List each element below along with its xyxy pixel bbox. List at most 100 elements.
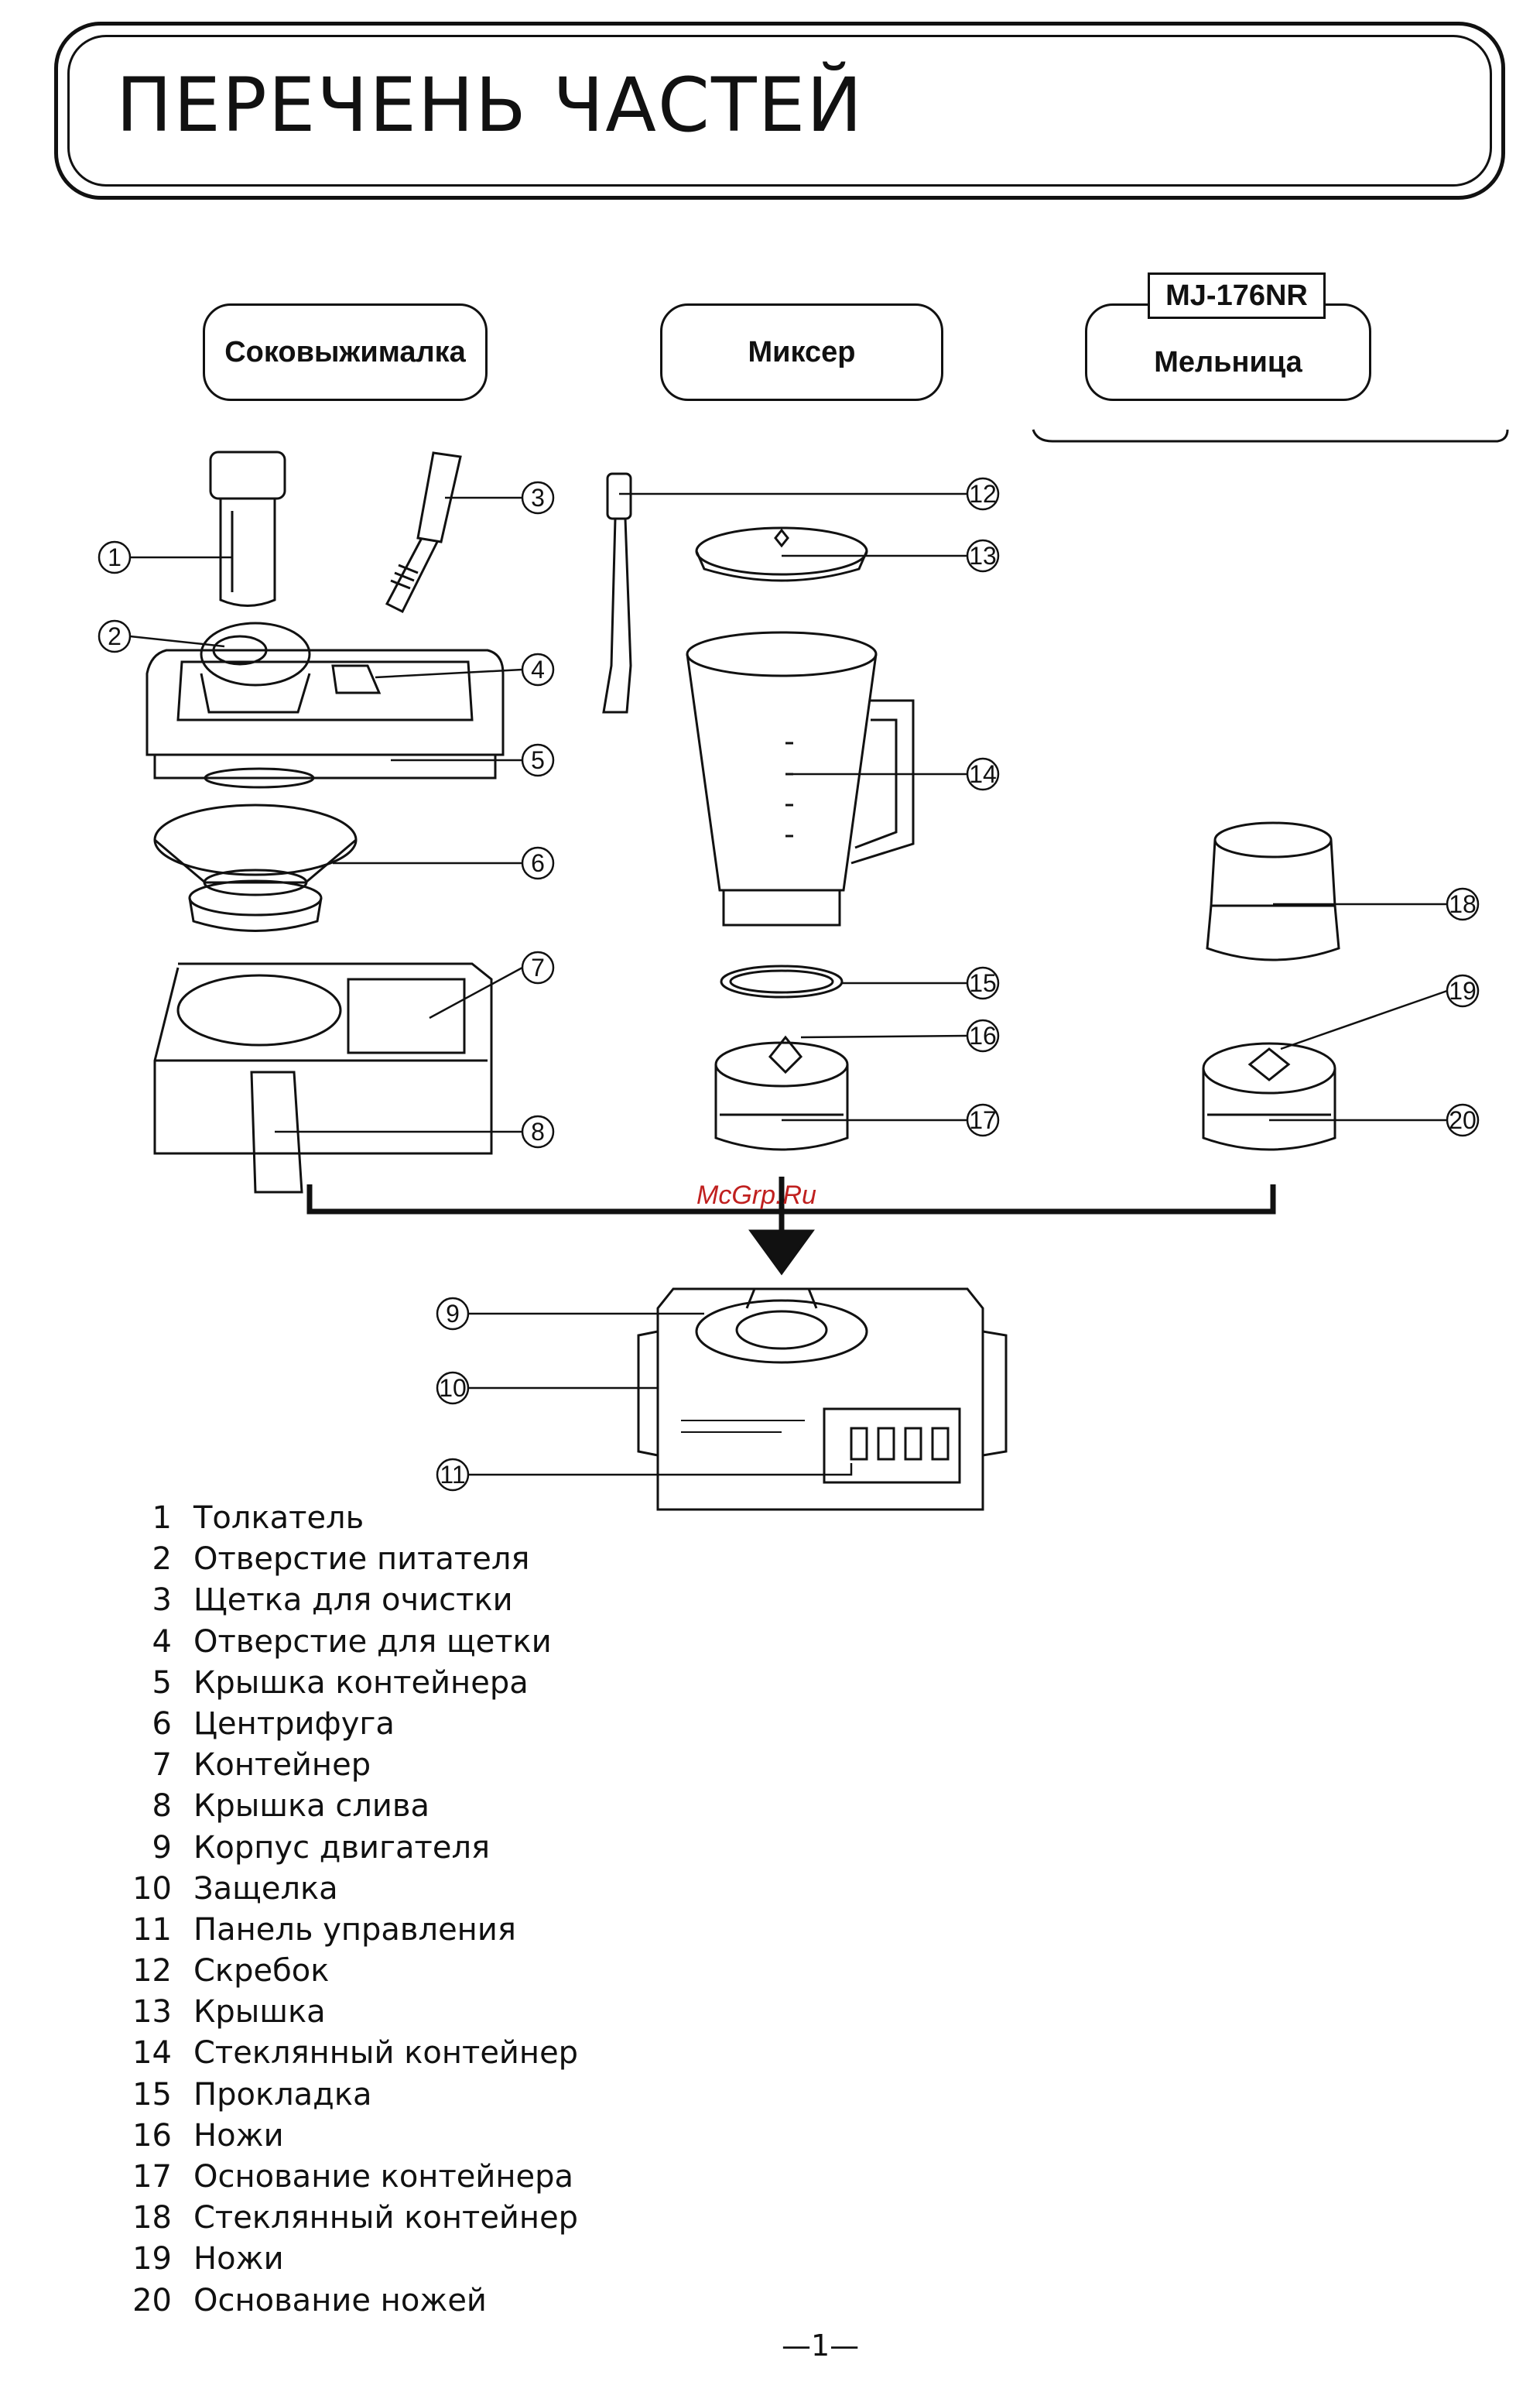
list-item: 18 Стеклянный контейнер [124,2198,578,2239]
part-number: 15 [132,2076,172,2113]
watermark: McGrp.Ru [696,1181,816,1210]
callout-14: 14 [969,760,997,788]
callout-17: 17 [969,1106,997,1134]
part-label: Отверстие для щетки [193,1623,552,1660]
part-number: 3 [152,1582,172,1619]
part-label: Крышка контейнера [193,1664,529,1701]
gasket-inner [729,969,834,994]
model-tag: MJ-176NR [1148,272,1326,319]
list-item: 13 Крышка [124,1992,578,2033]
callout-11: 11 [440,1461,465,1489]
callout-1: 1 [108,543,121,571]
part-label: Панель управления [193,1911,516,1948]
callout-18: 18 [1449,890,1477,918]
mill-blade-base-illustration [1202,1042,1336,1151]
blade-base-illustration [714,1035,849,1151]
list-item: 2 Отверстие питателя [124,1539,578,1580]
part-number: 12 [132,1953,172,1989]
callout-20: 20 [1449,1106,1477,1134]
down-arrow-icon [748,1229,815,1276]
part-label: Крышка [193,1994,326,2030]
part-label: Основание ножей [193,2282,487,2318]
part-label: Стеклянный контейнер [193,2200,579,2236]
callout-16: 16 [969,1022,997,1050]
list-item: 20 Основание ножей [124,2281,578,2322]
part-number: 4 [152,1623,172,1660]
callout-leaders [129,492,1448,1476]
part-label: Отверстие питателя [193,1541,530,1578]
section-label-juicer: Соковыжималка [203,303,488,401]
callout-5: 5 [531,746,545,774]
list-item: 16 Ножи [124,2116,578,2157]
callout-6: 6 [531,849,545,877]
title-frame [54,22,1505,200]
list-item: 17 Основание контейнера [124,2157,578,2198]
juice-container-illustration [153,962,493,1194]
part-label: Крышка слива [193,1788,429,1825]
list-item: 11 Панель управления [124,1910,578,1951]
callout-3: 3 [531,484,545,512]
list-item: 15 Прокладка [124,2075,578,2116]
container-lid-illustration [145,622,505,789]
part-label: Стеклянный контейнер [193,2035,579,2072]
model-bracket-line [1032,429,1509,443]
motor-base-illustration [637,1287,1008,1511]
callout-8: 8 [531,1118,545,1146]
pusher-illustration [209,451,286,607]
centrifuge-illustration [153,804,358,932]
glass-jar-illustration [686,631,915,927]
connector-bracket [306,1184,1276,1215]
part-label: Защелка [193,1870,338,1907]
list-item: 8 Крышка слива [124,1786,578,1827]
callout-15: 15 [969,969,997,997]
part-number: 17 [132,2159,172,2195]
part-label: Контейнер [193,1747,371,1784]
cleaning-brush-illustration [385,451,462,614]
part-label: Скребок [193,1953,330,1989]
callout-circles [98,477,1480,1492]
list-item: 3 Щетка для очистки [124,1580,578,1621]
callout-13: 13 [969,542,997,570]
page-number: —1— [782,2329,860,2363]
list-item: 4 Отверстие для щетки [124,1622,578,1663]
part-number: 18 [132,2200,172,2236]
part-label: Корпус двигателя [193,1829,491,1866]
part-number: 14 [132,2035,172,2072]
part-label: Основание контейнера [193,2159,574,2195]
part-label: Ножи [193,2117,284,2154]
scraper-illustration [602,472,632,714]
callout-numbers: 1 2 3 4 5 6 7 8 9 10 11 12 13 14 15 16 1… [108,480,1477,1489]
part-number: 19 [132,2241,172,2277]
part-label: Щетка для очистки [193,1582,513,1619]
list-item: 9 Корпус двигателя [124,1828,578,1869]
part-number: 20 [132,2282,172,2318]
part-label: Толкатель [193,1500,364,1536]
gasket-illustration [720,965,844,999]
callout-4: 4 [531,656,545,684]
part-label: Прокладка [193,2076,372,2113]
part-number: 13 [132,1994,172,2030]
list-item: 19 Ножи [124,2239,578,2280]
part-label: Центрифуга [193,1705,395,1742]
callout-12: 12 [969,480,997,508]
part-number: 8 [152,1788,172,1825]
callout-9: 9 [446,1300,460,1328]
lid-illustration [695,526,868,582]
list-item: 14 Стеклянный контейнер [124,2033,578,2074]
page-title: ПЕРЕЧЕНЬ ЧАСТЕЙ [116,62,864,149]
part-number: 10 [132,1870,172,1907]
callout-19: 19 [1449,977,1477,1005]
part-number: 2 [152,1541,172,1578]
part-number: 11 [132,1911,172,1948]
part-label: Ножи [193,2241,284,2277]
list-item: 10 Защелка [124,1869,578,1910]
part-number: 9 [152,1829,172,1866]
mill-glass-container-illustration [1206,821,1340,961]
part-number: 16 [132,2117,172,2154]
